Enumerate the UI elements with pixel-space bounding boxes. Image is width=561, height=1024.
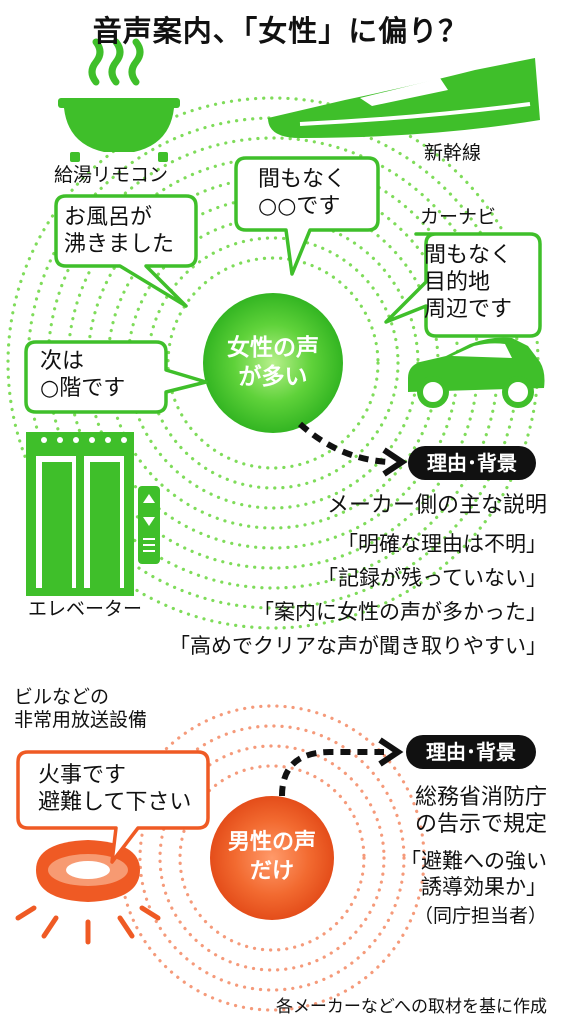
label-bath-remote: 給湯リモコン xyxy=(54,164,169,186)
quote-line: 「避難への強い xyxy=(400,849,547,873)
label-line: 非常用放送設備 xyxy=(14,709,148,731)
speech-bubble-shapes-top xyxy=(24,156,542,414)
reason-line: 総務省消防庁 xyxy=(414,785,547,810)
label-shinkansen: 新幹線 xyxy=(424,142,482,164)
reason-badge-bottom: 理由･背景 xyxy=(406,735,536,769)
label-line: ビルなどの xyxy=(14,686,110,708)
label-emergency-system: ビルなどの 非常用放送設備 xyxy=(14,686,147,732)
page-title: 音声案内、「女性」に偏り？ xyxy=(92,14,469,48)
green-center-disc xyxy=(203,293,343,433)
label-elevator: エレベーター xyxy=(28,598,143,620)
bottom-reason: 総務省消防庁 の告示で規定 xyxy=(415,784,547,838)
center-line: 女性の声 xyxy=(227,335,319,361)
center-line: だけ xyxy=(249,859,294,884)
reason-item: 「明確な理由は不明」 xyxy=(337,532,547,556)
bubble-line: 周辺です xyxy=(424,297,513,322)
bubble-line: 次は xyxy=(40,349,85,374)
reason-badge-top: 理由･背景 xyxy=(408,446,536,480)
bubble-line: 避難して下さい xyxy=(38,790,192,815)
center-text-female: 女性の声 が多い xyxy=(203,334,343,392)
bottom-quote: 「避難への強い 誘導効果か」 xyxy=(400,848,547,900)
bubble-line: 間もなく xyxy=(258,167,347,192)
arrow-head-top xyxy=(382,447,408,477)
bubble-line: 火事です xyxy=(38,763,127,788)
bubble-line: 目的地 xyxy=(424,270,491,295)
speech-bubble-shape-bottom xyxy=(16,750,210,864)
bubble-line: ○階です xyxy=(40,376,126,401)
arrow-to-reasons-bottom xyxy=(279,749,384,797)
center-line: が多い xyxy=(238,364,308,390)
label-car-navi: カーナビ xyxy=(420,206,497,228)
bathtub-icon xyxy=(58,38,180,162)
center-line: 男性の声 xyxy=(227,830,316,855)
alarm-speaker-icon xyxy=(15,840,161,945)
bubble-bath-text: お風呂が 沸きました xyxy=(64,204,174,258)
arrow-head-bottom xyxy=(378,737,404,767)
shinkansen-icon xyxy=(268,58,540,138)
car-icon xyxy=(408,337,545,408)
bubble-line: 間もなく xyxy=(424,243,513,268)
reason-line: の告示で規定 xyxy=(414,812,547,837)
orange-center-disc xyxy=(210,796,334,920)
reason-item: 「案内に女性の声が多かった」 xyxy=(253,600,547,624)
quote-line: 誘導効果か」 xyxy=(421,875,547,899)
bubble-elevator-text: 次は ○階です xyxy=(40,348,125,402)
bubble-navi-text: 間もなく 目的地 周辺です xyxy=(424,242,512,323)
footer-credit: 各メーカーなどへの取材を基に作成 xyxy=(275,997,547,1017)
quote-source: （同庁担当者） xyxy=(413,905,547,927)
bubble-train-text: 間もなく ○○です xyxy=(258,166,346,220)
center-text-male: 男性の声 だけ xyxy=(212,828,332,886)
arrow-to-reasons-top xyxy=(297,421,391,465)
elevator-icon xyxy=(26,432,160,596)
reason-heading: メーカー側の主な説明 xyxy=(326,493,547,518)
bubble-fire-text: 火事です 避難して下さい xyxy=(38,762,191,816)
bubble-line: お風呂が xyxy=(64,205,153,230)
bubble-line: ○○です xyxy=(258,194,341,219)
reason-item: 「記録が残っていない」 xyxy=(317,566,547,590)
bubble-line: 沸きました xyxy=(64,232,175,257)
reason-item: 「高めでクリアな声が聞き取りやすい」 xyxy=(169,634,547,658)
